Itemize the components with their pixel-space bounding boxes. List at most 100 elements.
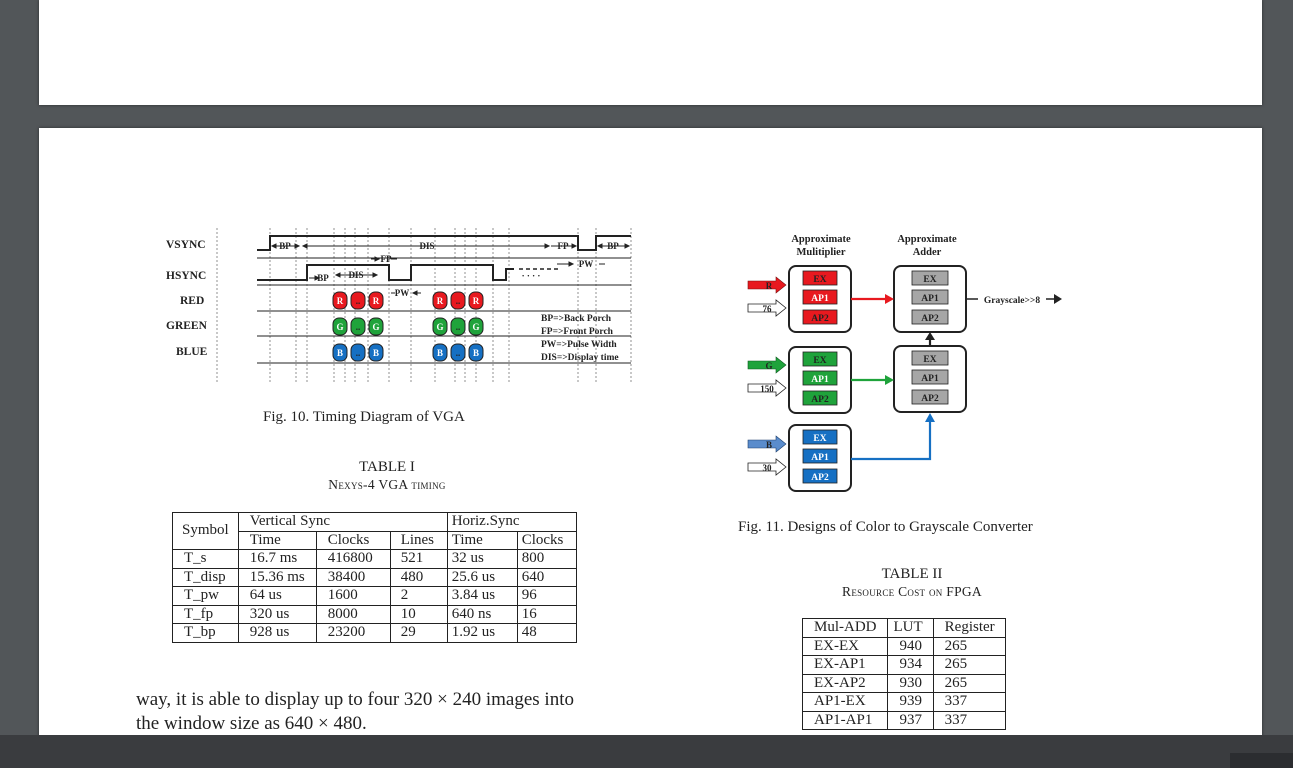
blue-pixel-3: B [437, 348, 443, 358]
table-cell: 29 [389, 623, 448, 643]
vsync-pw-label: PW [579, 259, 594, 269]
table-cell: 480 [389, 567, 448, 587]
table2-subtitle: Resource Cost on FPGA [842, 584, 982, 599]
green-pixel-gap: .. [356, 322, 361, 332]
table-cell: 939 [886, 692, 934, 712]
green-pixel-4: G [472, 322, 479, 332]
legend-dis: DIS=>Display time [541, 353, 619, 363]
blue-pixel-4: B [473, 348, 479, 358]
input-r-label: R [766, 281, 773, 291]
table-cell: 640 [516, 567, 577, 587]
hsync-waveform [257, 264, 514, 281]
signal-label-hsync: HSYNC [166, 270, 206, 282]
timing-arrows [270, 243, 631, 296]
signal-baselines [257, 257, 631, 364]
table-cell: 64 us [237, 586, 317, 606]
green-pixel-3: G [436, 322, 443, 332]
input-g-constant: 150 [760, 384, 774, 394]
adder-header-line-2: Adder [913, 247, 942, 258]
output-label: Grayscale>>8 [984, 296, 1040, 306]
table-cell: 937 [886, 710, 934, 730]
blue-pixel-2: B [373, 348, 379, 358]
red-pixel-gap-2: .. [456, 296, 461, 306]
vga-timing-diagram: VSYNC HSYNC RED GREEN BLUE [166, 228, 632, 383]
table1-subheader: Clocks [315, 530, 391, 550]
table-header-row: Mul-ADD LUT Register [802, 618, 1006, 638]
table-cell: AP1-AP1 [802, 710, 888, 730]
mode-ap2: AP2 [811, 314, 829, 324]
viewer-corner-control[interactable] [1230, 753, 1293, 768]
mode-ap1: AP1 [811, 294, 829, 304]
table1-title: TABLE I [359, 459, 415, 475]
table-cell: T_fp [172, 604, 239, 624]
table-cell: 3.84 us [446, 586, 518, 606]
grayscale-converter-diagram: Approximate Mulitiplier Approximate Adde… [747, 234, 1062, 492]
mode-ap1: AP1 [921, 374, 939, 384]
table-cell: 96 [516, 586, 577, 606]
table-cell: 934 [886, 655, 934, 675]
vsync-bp-label: BP [279, 241, 291, 251]
input-g-label: G [765, 361, 772, 371]
green-pixel-gap-2: .. [456, 322, 461, 332]
table1-subtitle: Nexys-4 VGA timing [328, 477, 446, 492]
table-cell: 416800 [315, 549, 391, 569]
mode-ap2: AP2 [811, 473, 829, 483]
mode-ex: EX [813, 275, 826, 285]
table-cell: 337 [932, 692, 1006, 712]
red-pixel-4: R [473, 296, 480, 306]
red-pixel-1: R [337, 296, 344, 306]
mode-ap2: AP2 [921, 394, 939, 404]
table-cell: 2 [389, 586, 448, 606]
green-pixel-1: G [336, 322, 343, 332]
table-cell: 940 [886, 636, 934, 656]
body-text-line-2: the window size as 640 × 480. [136, 713, 367, 734]
table-cell: 800 [516, 549, 577, 569]
input-r-constant: 76 [763, 304, 773, 314]
adder-header-line-1: Approximate [897, 234, 957, 245]
table2-title: TABLE II [881, 566, 943, 582]
continuation-dots: · · · · [522, 271, 541, 281]
table-cell: 337 [932, 710, 1006, 730]
table-cell: 265 [932, 636, 1006, 656]
hsync-dis-label: DIS [348, 270, 363, 280]
mode-ex: EX [923, 355, 936, 365]
vsync-bp-right-label: BP [607, 241, 619, 251]
table1-subheader: Lines [389, 530, 448, 550]
blue-pixel-1: B [337, 348, 343, 358]
table-cell: 8000 [315, 604, 391, 624]
hsync-fp-label: FP [381, 254, 392, 264]
pdf-page: VSYNC HSYNC RED GREEN BLUE [39, 128, 1262, 768]
body-text-line-1: way, it is able to display up to four 32… [136, 689, 574, 710]
table1-subheader: Clocks [516, 530, 577, 550]
green-pixel-2: G [372, 322, 379, 332]
multiplier-header-line-1: Approximate [791, 234, 851, 245]
input-arrows [747, 276, 787, 476]
table1-symbol-header: Symbol [172, 512, 239, 550]
mode-ap1: AP1 [811, 375, 829, 385]
signal-label-green: GREEN [166, 320, 208, 332]
table-cell: 1.92 us [446, 623, 518, 643]
table-cell: 928 us [237, 623, 317, 643]
table-cell: AP1-EX [802, 692, 888, 712]
vsync-fp-label: FP [558, 241, 569, 251]
table-cell: EX-AP2 [802, 673, 888, 693]
table-cell: 38400 [315, 567, 391, 587]
input-b-label: B [766, 440, 772, 450]
table-cell: 16 [516, 604, 577, 624]
table2-header-lut: LUT [886, 618, 934, 638]
table2-header-muladd: Mul-ADD [802, 618, 888, 638]
mode-ap2: AP2 [921, 314, 939, 324]
signal-label-red: RED [180, 295, 204, 307]
mode-ap1: AP1 [921, 294, 939, 304]
timing-legend: BP=>Back Porch FP=>Front Porch PW=>Pulse… [541, 314, 619, 363]
table-cell: 48 [516, 623, 577, 643]
hsync-pw-label: PW [395, 288, 410, 298]
table-cell: 320 us [237, 604, 317, 624]
previous-page [39, 0, 1262, 105]
hsync-bp-label: BP [317, 273, 329, 283]
